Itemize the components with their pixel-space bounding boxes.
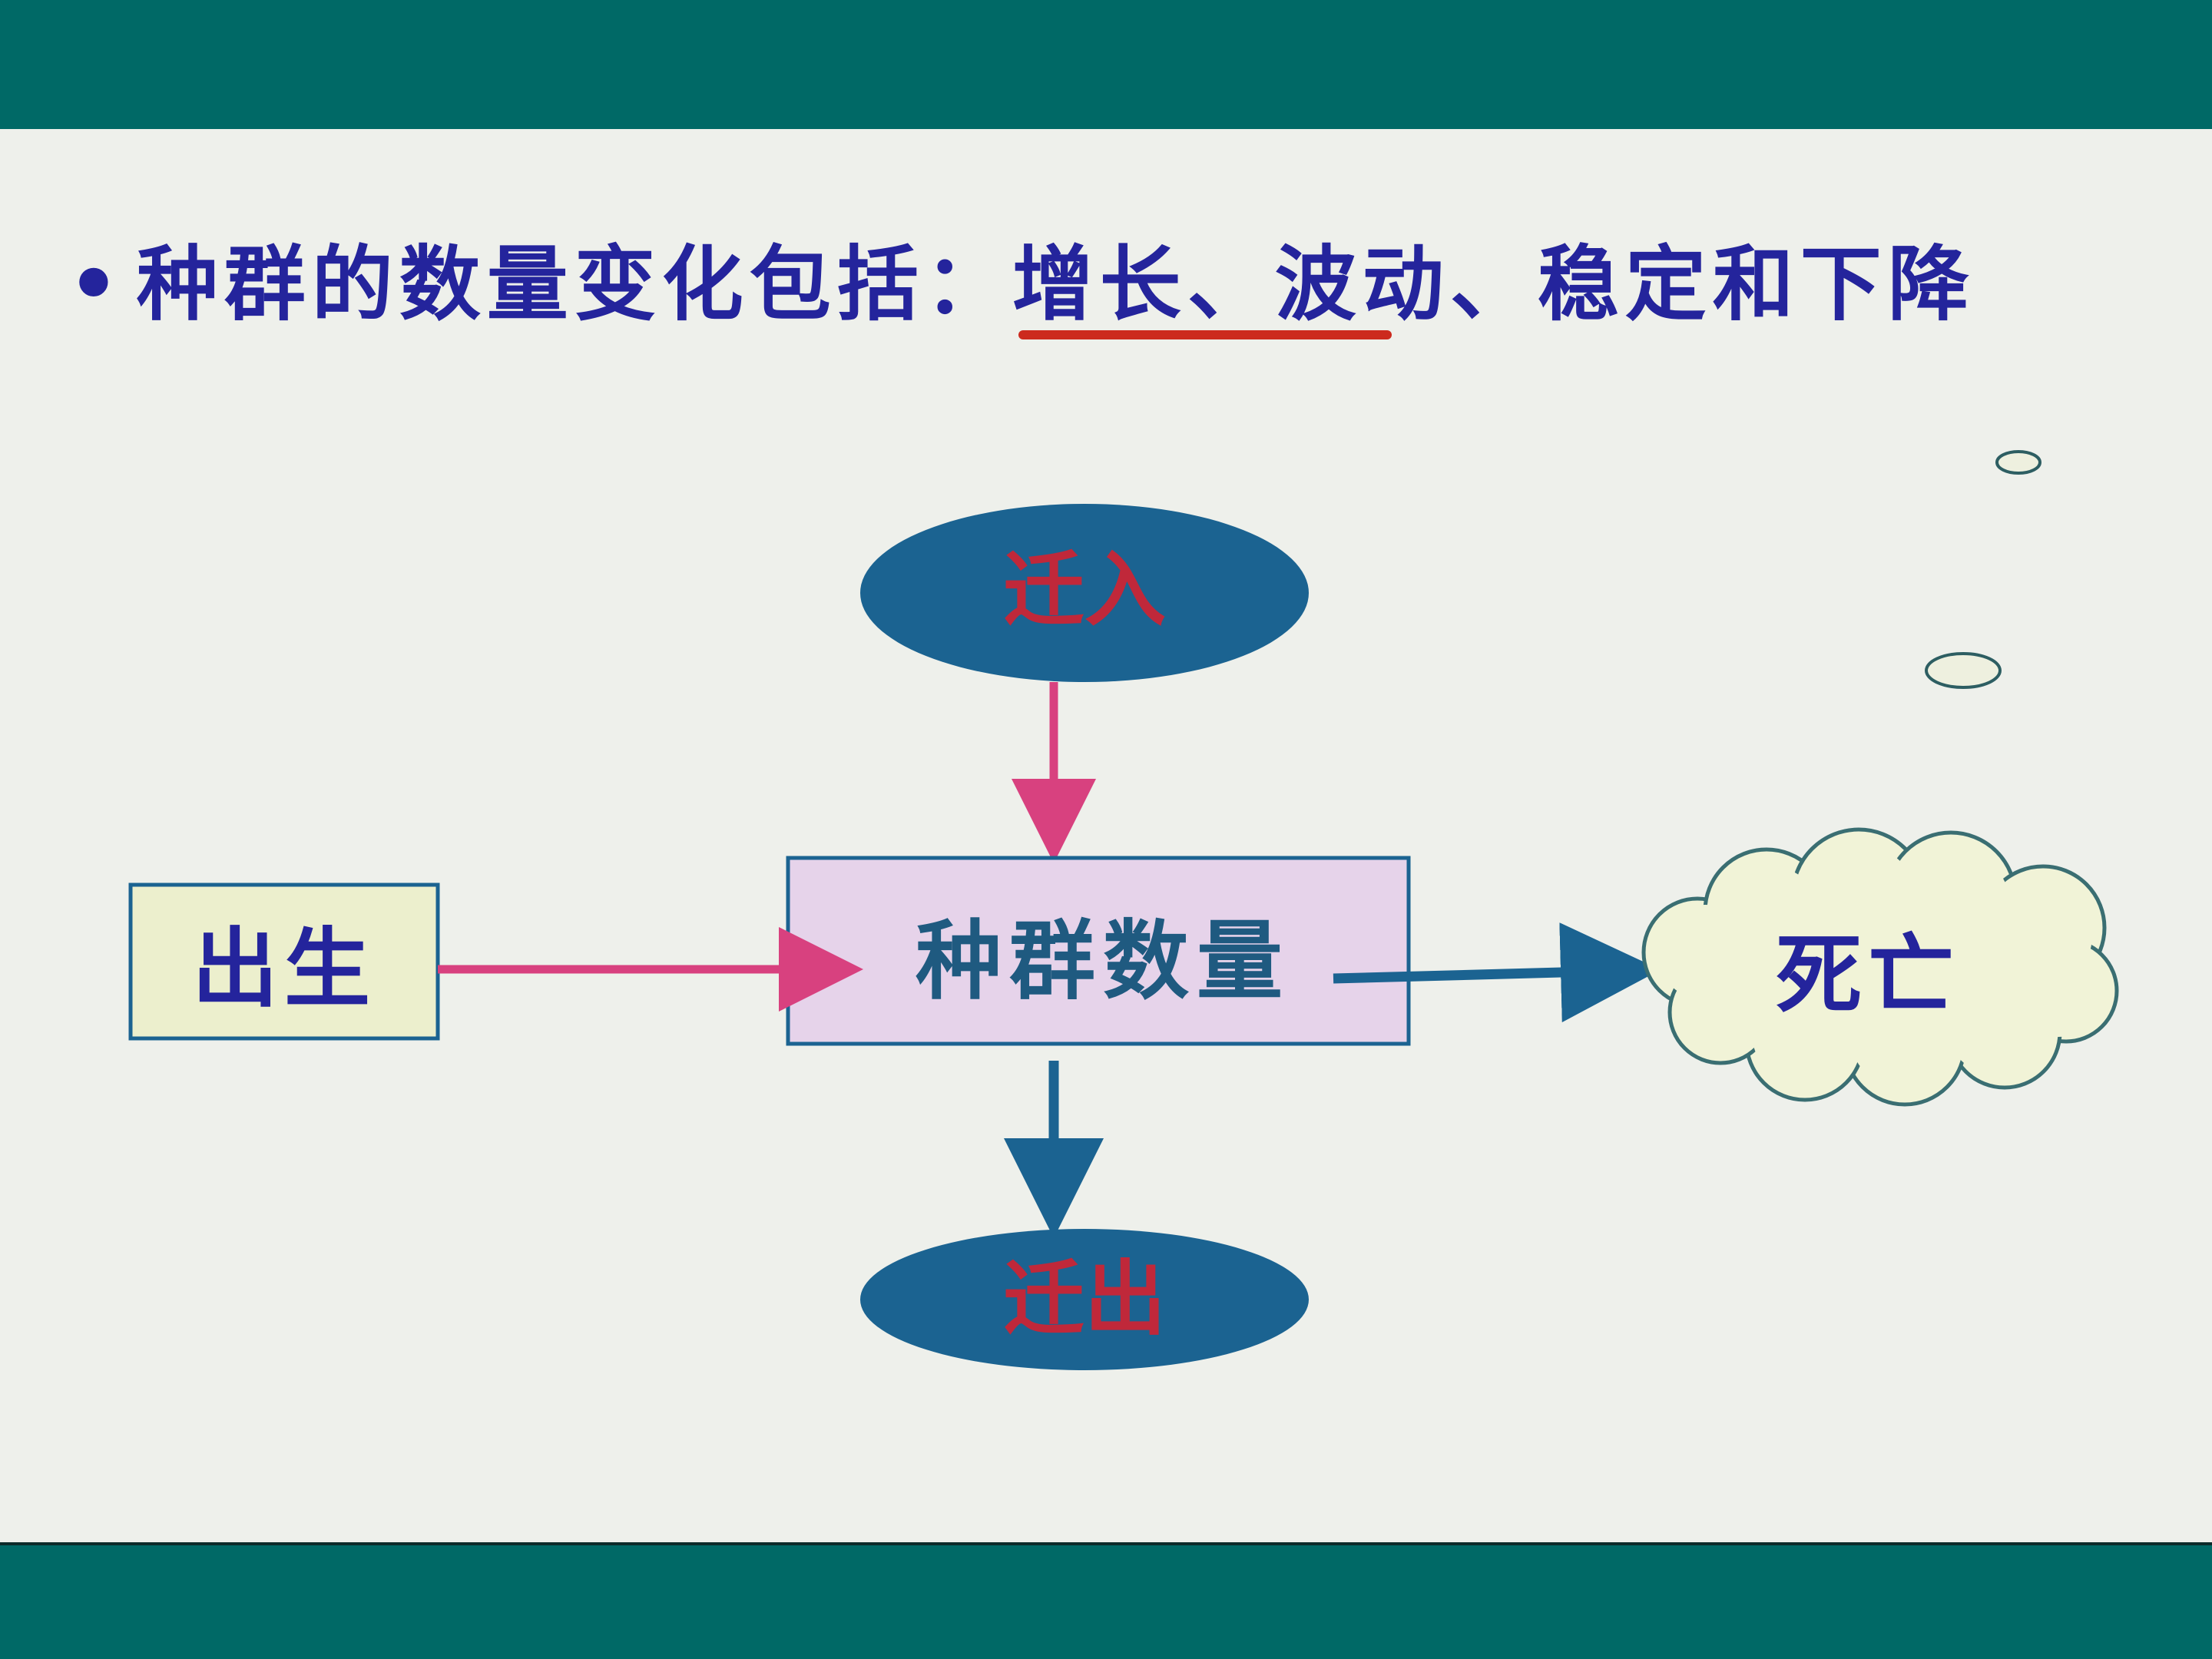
small-cloud-decoration — [1925, 652, 2002, 689]
birth-box — [128, 882, 440, 1041]
immigration-ellipse — [860, 504, 1309, 682]
small-cloud-decoration — [1995, 450, 2041, 475]
death-label: 死亡 — [1776, 926, 1960, 1025]
birth-label: 出生 — [192, 919, 376, 1019]
immigration-label: 迁入 — [1003, 543, 1166, 637]
population-label: 种群数量 — [916, 912, 1290, 1012]
title-text: 种群的数量变化包括：增长、波动、稳定和下降 — [136, 237, 1975, 332]
title-bullet: • — [68, 237, 126, 332]
title-underline — [1018, 330, 1392, 339]
emigration-ellipse — [860, 1229, 1309, 1370]
death-cloud-fill — [1657, 845, 2104, 1089]
death-arrow — [1333, 922, 1661, 1023]
population-diagram: 迁入 种群数量 出生 — [128, 450, 2119, 1370]
slide-content-area: •种群的数量变化包括：增长、波动、稳定和下降 迁入 种群数量 — [0, 129, 2212, 1545]
emigration-label: 迁出 — [1003, 1252, 1166, 1346]
slide-title: •种群的数量变化包括：增长、波动、稳定和下降 — [68, 227, 1975, 343]
